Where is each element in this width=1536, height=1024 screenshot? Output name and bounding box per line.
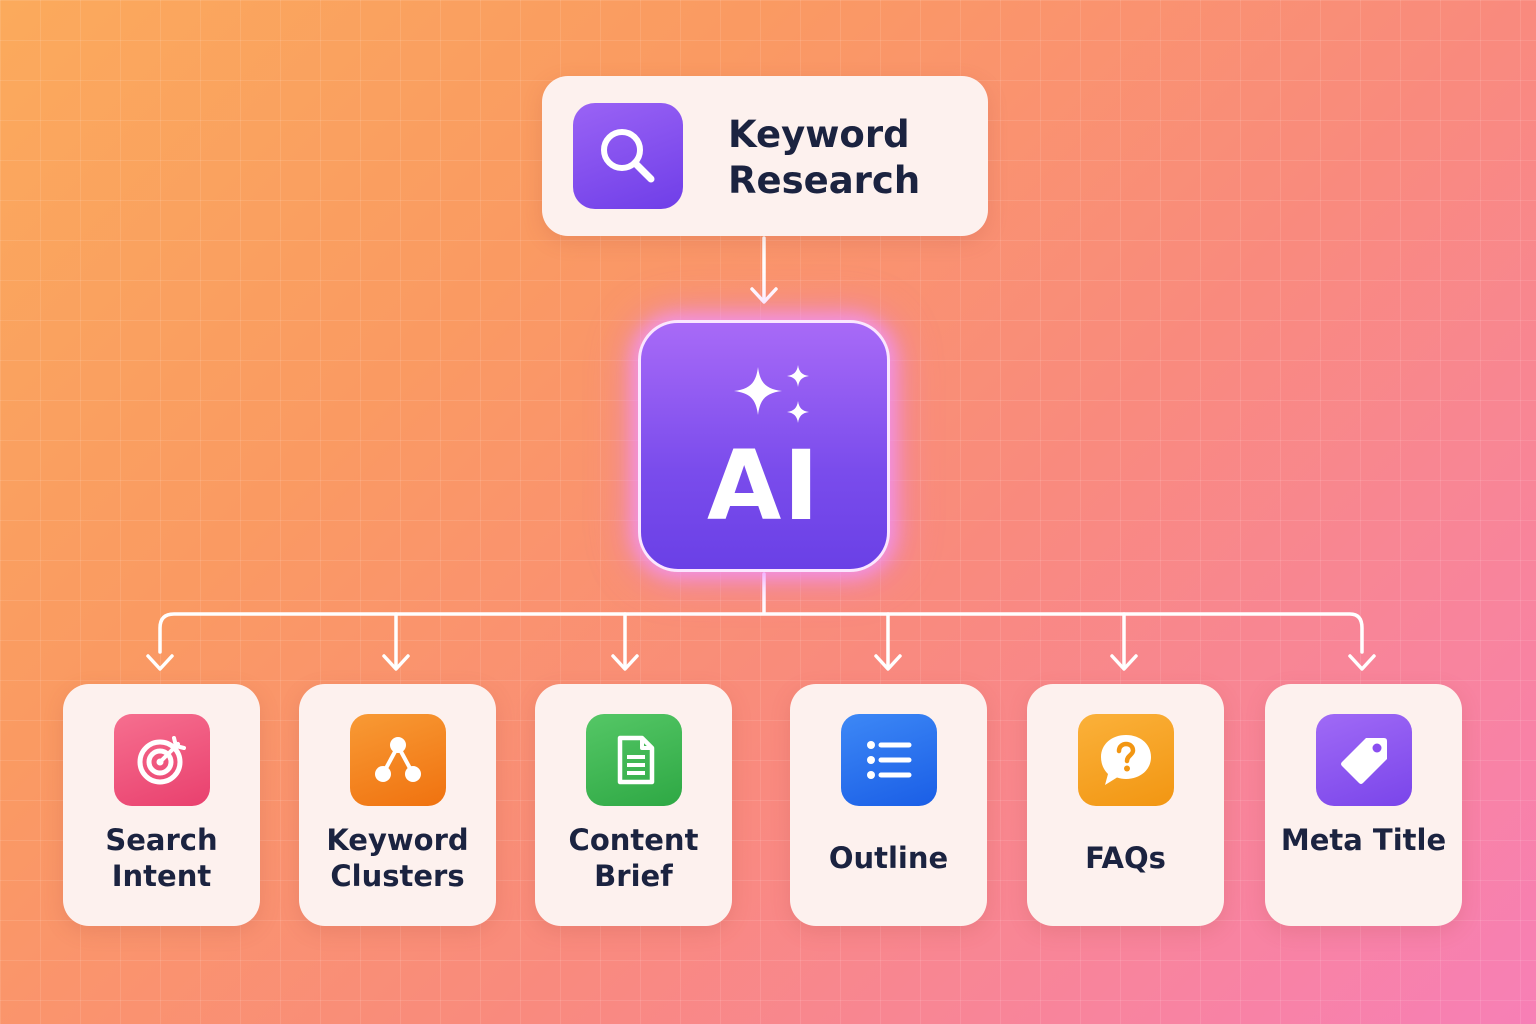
cluster-icon: [349, 714, 446, 806]
search-intent-label: Search Intent: [105, 823, 218, 893]
outline-label: Outline: [828, 841, 949, 875]
search-icon: [573, 103, 683, 209]
arrowhead-6: [1348, 654, 1376, 671]
search-intent-node: Search Intent: [63, 684, 260, 926]
arrowhead-4: [874, 654, 902, 671]
arrowhead-top-to-ai: [750, 287, 778, 304]
sparkles-icon: [734, 365, 809, 423]
faqs-label: FAQs: [1085, 841, 1166, 875]
meta-title-node: Meta Title: [1265, 684, 1462, 926]
keyword-clusters-node: Keyword Clusters: [299, 684, 496, 926]
keyword-clusters-label: Keyword Clusters: [326, 823, 469, 893]
arrowhead-2: [382, 654, 410, 671]
keyword-research-node: Keyword Research: [542, 76, 988, 236]
branch-line: [158, 612, 1364, 654]
document-icon: [585, 714, 682, 806]
arrowhead-1: [146, 654, 174, 671]
faqs-node: FAQs: [1027, 684, 1224, 926]
question-bubble-icon: [1077, 714, 1174, 806]
arrowhead-3: [611, 654, 639, 671]
ai-label: AI: [706, 430, 821, 542]
tag-icon: [1315, 714, 1412, 806]
arrowhead-5: [1110, 654, 1138, 671]
content-brief-label: Content Brief: [568, 823, 699, 893]
target-icon: [113, 714, 210, 806]
keyword-research-label: Keyword Research: [728, 113, 921, 202]
ai-node: AI: [638, 320, 890, 572]
meta-title-label: Meta Title: [1280, 823, 1447, 857]
content-brief-node: Content Brief: [535, 684, 732, 926]
list-icon: [840, 714, 937, 806]
outline-node: Outline: [790, 684, 987, 926]
